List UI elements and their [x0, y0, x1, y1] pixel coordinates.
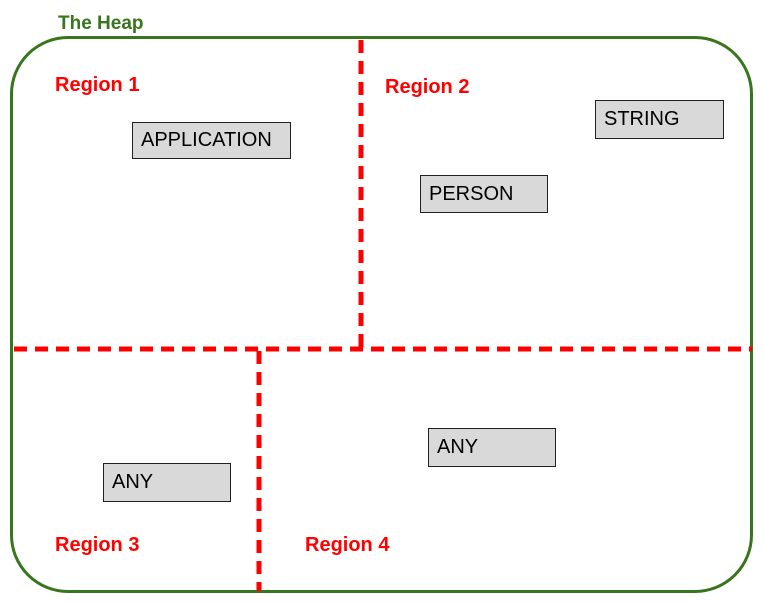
node-string: STRING [595, 100, 724, 139]
region-3-label: Region 3 [55, 534, 140, 556]
node-any-region4: ANY [428, 428, 556, 467]
node-application: APPLICATION [132, 122, 291, 159]
node-person: PERSON [420, 175, 548, 213]
node-label: STRING [604, 108, 680, 130]
node-any-region3: ANY [103, 463, 231, 502]
heap-title: The Heap [58, 13, 144, 34]
node-label: ANY [437, 436, 479, 458]
region-4-label: Region 4 [305, 534, 390, 556]
node-label: APPLICATION [141, 129, 272, 151]
region-1-label: Region 1 [55, 74, 140, 96]
node-label: PERSON [429, 182, 514, 205]
heap-boundary [10, 36, 753, 593]
node-label: ANY [112, 471, 154, 493]
region-2-label: Region 2 [385, 76, 470, 98]
